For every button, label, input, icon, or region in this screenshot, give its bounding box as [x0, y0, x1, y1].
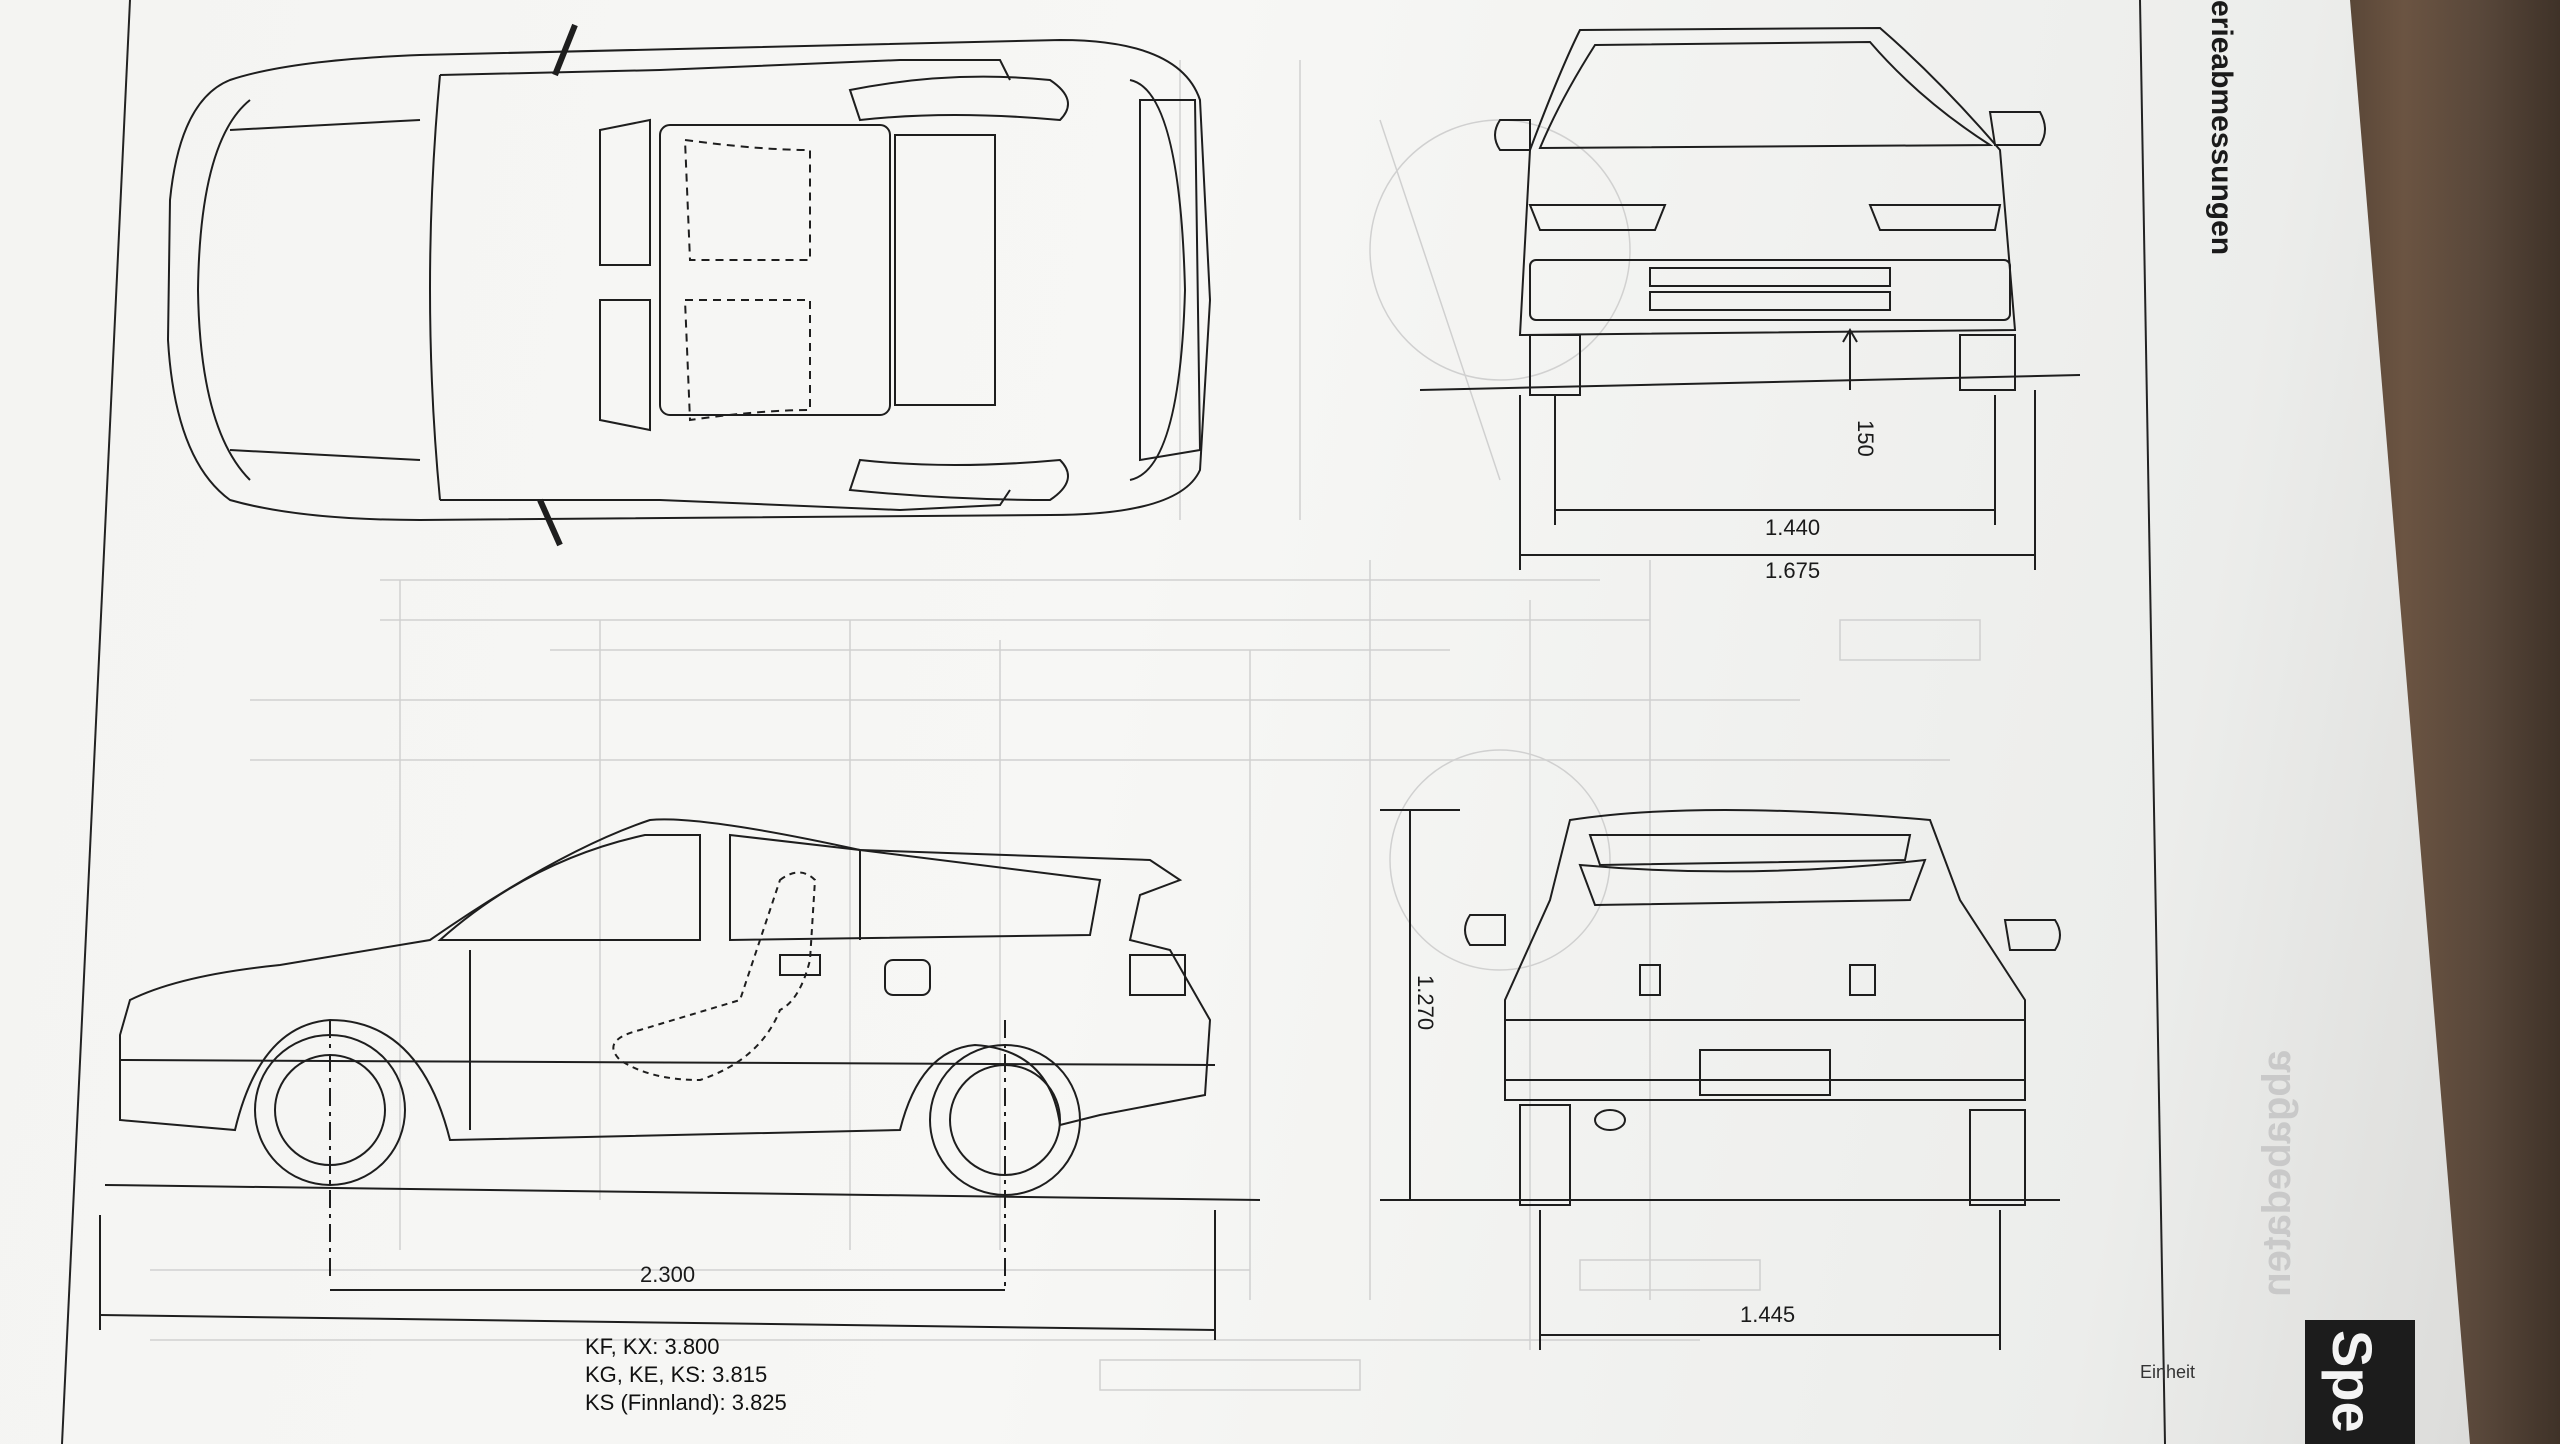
car-rear-view	[1380, 809, 2061, 1206]
page-right-border	[2139, 0, 2166, 1444]
car-side-view	[104, 818, 1261, 1290]
section-tab: Spe	[2305, 1320, 2415, 1444]
mirrored-bleed-text: abgabedaten	[2255, 1050, 2299, 1297]
length-item: KG, KE, KS: 3.815	[585, 1362, 768, 1387]
overall-height-label: 1.270	[1413, 975, 1438, 1030]
length-item: KS (Finnland): 3.825	[585, 1390, 787, 1415]
units-note: Einheit	[2140, 1362, 2196, 1382]
front-ground-line	[1419, 374, 2081, 391]
side-ground-line	[104, 1184, 1261, 1201]
wheelbase-label: 2.300	[640, 1262, 695, 1287]
car-front-view	[1419, 26, 2081, 396]
car-top-view	[166, 23, 1212, 547]
height-ground-label: 150	[1853, 420, 1878, 457]
dimension-lines	[99, 328, 2036, 1350]
page-title: erieabmessungen	[2205, 0, 2238, 256]
bleed-through-lines	[150, 60, 1981, 1391]
overall-width-label: 1.675	[1765, 558, 1820, 583]
length-item: KF, KX: 3.800	[585, 1334, 720, 1359]
brochure-page	[0, 0, 2470, 1444]
overall-length-list: KF, KX: 3.800 KG, KE, KS: 3.815 KS (Finn…	[585, 1333, 787, 1417]
rear-track-label: 1.445	[1740, 1302, 1795, 1327]
front-track-label: 1.440	[1765, 515, 1820, 540]
page-left-border	[61, 0, 131, 1444]
section-tab-label: Spe	[2321, 1330, 2384, 1433]
